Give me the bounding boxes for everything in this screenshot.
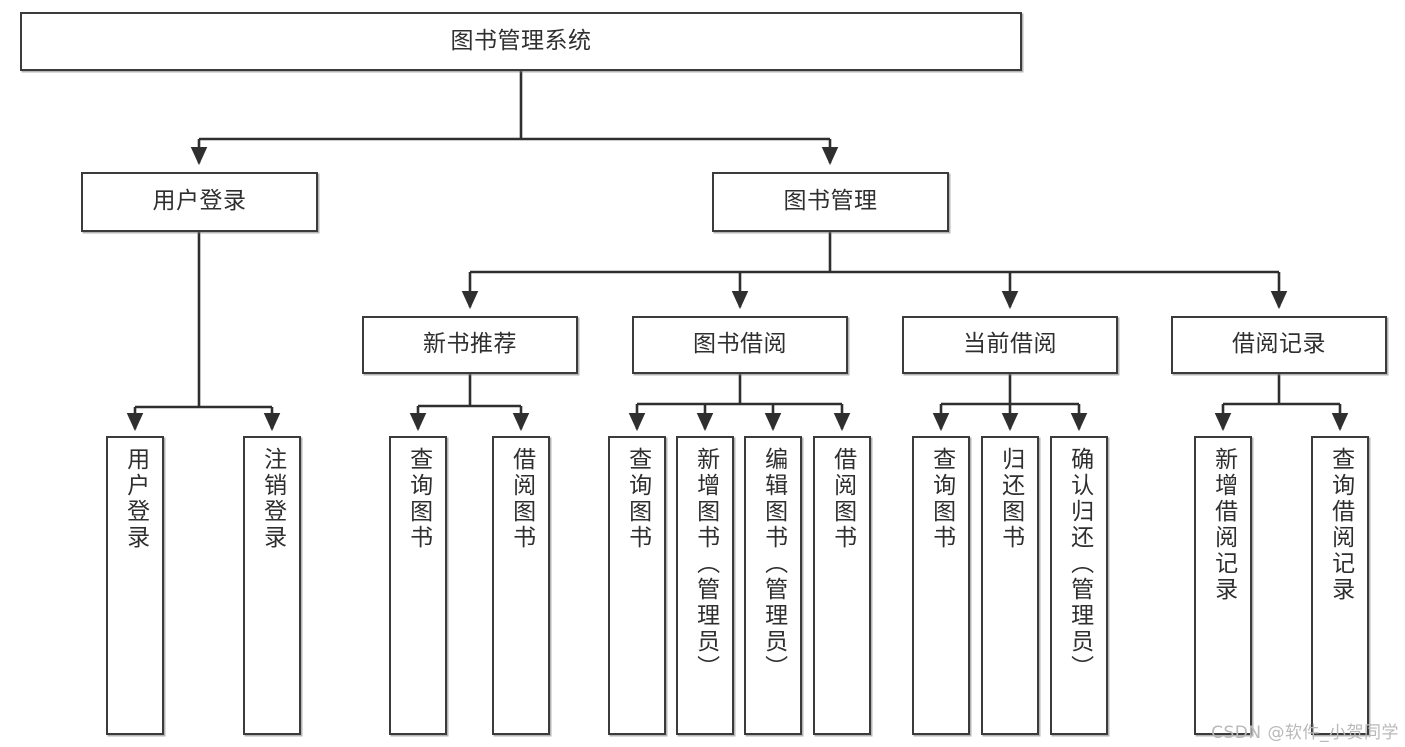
node-label: 借阅图书 <box>508 447 535 551</box>
watermark-text: CSDN @软件_小贺同学 <box>1211 723 1399 743</box>
node-label: 查询图书 <box>928 447 955 551</box>
node-label: 查询图书 <box>624 447 651 551</box>
node-label: 用户登录 <box>122 447 149 551</box>
node-label: 借阅图书 <box>829 447 856 551</box>
node-leaf-edit-book[interactable]: 编辑图书（管理员） <box>744 436 802 735</box>
node-book-borrow[interactable]: 图书借阅 <box>632 316 848 374</box>
node-label: 图书管理系统 <box>450 27 592 54</box>
node-user-login[interactable]: 用户登录 <box>81 172 318 232</box>
node-label: 注销登录 <box>259 447 286 551</box>
node-label: 确认归还（管理员） <box>1066 447 1093 681</box>
node-leaf-borrow-book-1[interactable]: 借阅图书 <box>492 436 550 735</box>
node-label: 查询图书 <box>405 447 432 551</box>
node-root-system[interactable]: 图书管理系统 <box>20 12 1022 71</box>
node-label: 新书推荐 <box>423 331 517 358</box>
node-leaf-user-login[interactable]: 用户登录 <box>106 436 164 735</box>
node-label: 图书管理 <box>783 188 878 215</box>
node-label: 查询借阅记录 <box>1327 447 1354 603</box>
node-leaf-user-logout[interactable]: 注销登录 <box>243 436 301 735</box>
node-leaf-add-record[interactable]: 新增借阅记录 <box>1194 436 1252 735</box>
node-leaf-borrow-book-2[interactable]: 借阅图书 <box>813 436 871 735</box>
node-current-borrow[interactable]: 当前借阅 <box>902 316 1118 374</box>
node-label: 归还图书 <box>997 447 1024 551</box>
node-label: 当前借阅 <box>963 331 1057 358</box>
node-leaf-query-record[interactable]: 查询借阅记录 <box>1311 436 1369 735</box>
node-leaf-return-book[interactable]: 归还图书 <box>981 436 1039 735</box>
node-label: 新增图书（管理员） <box>692 447 719 681</box>
node-leaf-confirm-return[interactable]: 确认归还（管理员） <box>1050 436 1108 735</box>
node-leaf-query-book-1[interactable]: 查询图书 <box>389 436 447 735</box>
node-book-manage[interactable]: 图书管理 <box>712 172 949 232</box>
node-label: 图书借阅 <box>693 331 787 358</box>
node-new-book-recommend[interactable]: 新书推荐 <box>362 316 578 374</box>
node-label: 借阅记录 <box>1232 331 1326 358</box>
node-leaf-add-book[interactable]: 新增图书（管理员） <box>676 436 734 735</box>
node-borrow-record[interactable]: 借阅记录 <box>1171 316 1387 374</box>
node-leaf-query-book-2[interactable]: 查询图书 <box>608 436 666 735</box>
node-label: 编辑图书（管理员） <box>760 447 787 681</box>
node-label: 新增借阅记录 <box>1210 447 1237 603</box>
node-label: 用户登录 <box>152 188 247 215</box>
node-leaf-query-book-3[interactable]: 查询图书 <box>912 436 970 735</box>
